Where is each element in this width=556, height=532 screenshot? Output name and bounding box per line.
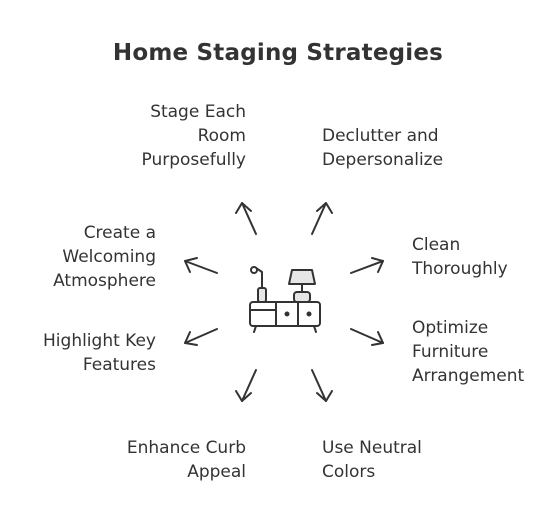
- strategy-declutter: Declutter and Depersonalize: [322, 126, 444, 170]
- strategy-curb-appeal: Enhance Curb Appeal: [126, 438, 246, 482]
- strategy-welcoming-atmosphere: Create a Welcoming Atmosphere: [53, 223, 156, 291]
- strategy-optimize-furniture: Optimize Furniture Arrangement: [412, 318, 525, 386]
- strategy-neutral-colors: Use Neutral Colors: [322, 438, 422, 482]
- arrow-clean-thoroughly: [350, 257, 384, 274]
- living-room-furniture-icon: [249, 266, 321, 333]
- arrow-curb-appeal: [235, 369, 257, 402]
- arrow-welcoming-atmosphere: [184, 257, 218, 274]
- strategy-stage-each-room: Stage Each Room Purposefully: [141, 102, 247, 170]
- diagram-title: Home Staging Strategies: [112, 40, 444, 66]
- strategy-highlight-features: Highlight Key Features: [43, 331, 156, 375]
- arrow-optimize-furniture: [350, 328, 384, 346]
- arrow-neutral-colors: [311, 369, 333, 402]
- arrow-highlight-features: [184, 328, 218, 346]
- strategy-clean-thoroughly: Clean Thoroughly: [412, 235, 508, 279]
- arrow-stage-each-room: [235, 202, 257, 235]
- arrow-declutter: [311, 202, 333, 235]
